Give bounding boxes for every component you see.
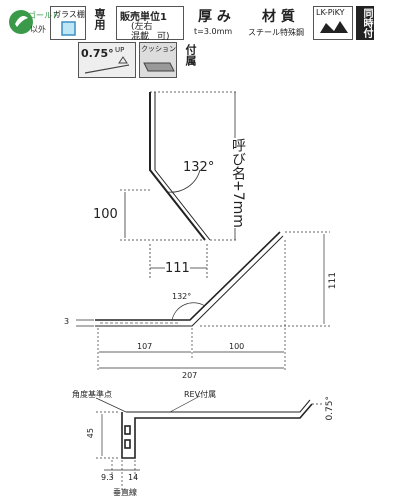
thickness-title: 厚 み (198, 9, 231, 25)
bottom-angle-label: 0.75° (325, 396, 335, 421)
glass-shelf-badge: ガラス棚 (50, 6, 86, 40)
material-title: 材 質 (262, 9, 295, 25)
leaf-icon (9, 10, 33, 34)
lk-label: LK-PiKY (316, 8, 345, 17)
attached-badge: 付属 (180, 42, 197, 78)
bottom-dim-a: 9.3 (101, 473, 114, 482)
attached-label: 付属 (184, 44, 197, 66)
exclusive-badge: 専用 (89, 6, 111, 40)
vertical-line-label: 垂直線 (113, 488, 137, 497)
thickness-badge: 厚 み t=3.0mm (190, 6, 244, 40)
simultaneous-badge: 同時付 (356, 6, 374, 40)
angle-ref-label: 角度基準点 (72, 390, 112, 399)
top-nominal-label: 呼び名+7mm (228, 138, 248, 228)
angle-badge-value: 0.75° (81, 47, 114, 60)
bottom-height-label: 45 (86, 428, 95, 439)
up-arrow-icon (84, 56, 130, 74)
glass-label: ガラス棚 (53, 10, 85, 19)
mid-dim-right: 100 (229, 342, 245, 351)
mid-height-label: 111 (328, 272, 338, 290)
cushion-icon (143, 62, 175, 72)
mid-thickness-label: 3 (64, 317, 70, 326)
mid-bracket-dimensions (76, 231, 330, 372)
gold-excluded-badge: ゴールド 以外 (8, 6, 60, 39)
angle-up-badge: 0.75° UP (78, 42, 136, 78)
bottom-dim-b: 14 (128, 473, 139, 482)
top-width-label: 111 (165, 261, 190, 276)
thickness-value: t=3.0mm (194, 27, 233, 36)
rev-label: REV付属 (184, 390, 217, 399)
mid-dim-left: 107 (137, 342, 153, 351)
cushion-badge: クッション (139, 42, 177, 78)
mid-dim-total: 207 (182, 371, 198, 380)
material-badge: 材 質 スチール特殊鋼 (248, 6, 310, 40)
top-bracket-dimensions (120, 91, 238, 278)
cushion-label: クッション (141, 45, 176, 53)
piky-icon (320, 21, 348, 33)
top-height-label: 100 (93, 207, 118, 222)
badge-gold-line2: 以外 (30, 25, 46, 34)
mid-angle-label: 132° (172, 292, 192, 301)
simultaneous-label: 同時付 (361, 8, 372, 38)
bottom-bracket-profile (121, 399, 313, 459)
top-angle-label: 132° (183, 160, 215, 175)
unit-sub1: (左右 (131, 22, 153, 32)
bottom-bracket-dimensions (95, 395, 322, 492)
badge-gold-line1: ゴールド (28, 11, 60, 20)
material-value: スチール特殊鋼 (248, 28, 304, 37)
mid-bracket-profile (95, 231, 284, 327)
exclusive-label: 専用 (93, 8, 106, 30)
unit-sub2: 混載 (131, 32, 150, 42)
lk-piky-badge: LK-PiKY (313, 6, 353, 40)
glass-icon (61, 21, 76, 36)
unit-sub3: 可) (157, 32, 170, 42)
sales-unit-badge: 販売単位1 (左右 混載 可) (116, 6, 184, 42)
angle-badge-sup: UP (115, 46, 125, 54)
top-bracket-profile (149, 92, 211, 241)
unit-title: 販売単位1 (120, 12, 167, 23)
